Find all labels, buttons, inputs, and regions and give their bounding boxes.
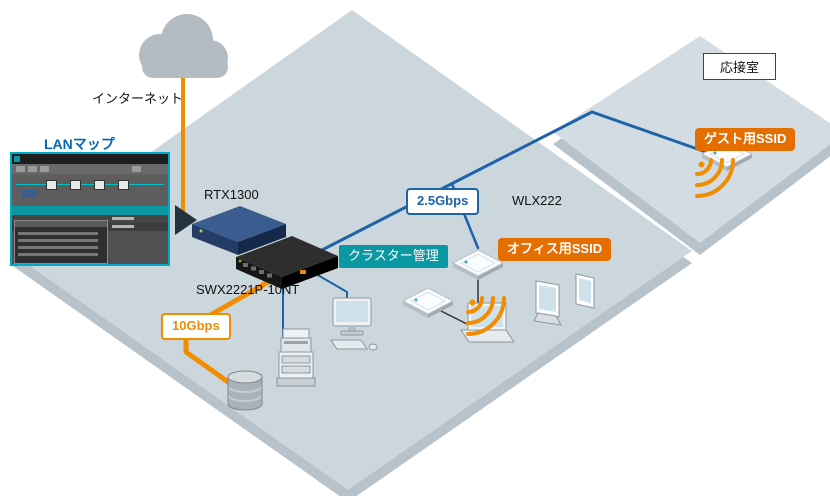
floor-reception-room xyxy=(553,36,830,255)
lanmap-device-node xyxy=(70,180,81,190)
lanmap-titlebar xyxy=(12,154,168,164)
lanmap-arrow xyxy=(175,205,197,235)
lanmap-toolbar-button xyxy=(132,166,141,172)
internet-label: インターネット xyxy=(92,91,184,106)
lanmap-row-text xyxy=(112,225,134,228)
switch-swx2221p-10nt xyxy=(236,236,338,289)
lanmap-detail-row xyxy=(18,246,98,249)
lanmap-app-icon xyxy=(14,156,20,162)
office-ssid-badge: オフィス用SSID xyxy=(498,238,612,261)
tablet-icon xyxy=(533,280,562,326)
router-rtx1300 xyxy=(192,206,286,255)
cable-10gbps xyxy=(183,259,306,387)
switch-label: SWX2221P-10NT xyxy=(196,282,300,297)
lanmap-topology-area xyxy=(12,174,168,206)
lanmap-table-header xyxy=(12,206,168,215)
access-point-office-1 xyxy=(451,249,505,280)
cloud-icon xyxy=(139,14,228,78)
lanmap-label: LANマップ xyxy=(44,136,115,152)
cluster-management-badge: クラスター管理 xyxy=(339,245,448,268)
lanmap-row-text xyxy=(112,217,134,220)
smartphone-icon xyxy=(575,273,595,309)
lanmap-device-node xyxy=(118,180,129,190)
desktop-pc-icon xyxy=(330,297,378,351)
lanmap-detail-row xyxy=(18,253,98,256)
lanmap-detail-row xyxy=(18,239,98,242)
lanmap-device-node xyxy=(94,180,105,190)
access-point-model-label: WLX222 xyxy=(512,193,562,208)
printer-icon xyxy=(276,328,316,387)
link-speed-10gbps-badge: 10Gbps xyxy=(161,313,231,340)
lanmap-screenshot xyxy=(10,152,170,266)
lanmap-router-node xyxy=(22,190,36,198)
router-label: RTX1300 xyxy=(204,187,259,202)
lanmap-topology-line xyxy=(16,184,164,185)
lanmap-detail-header xyxy=(15,221,107,227)
wifi-signal-guest-icon xyxy=(695,158,735,198)
lanmap-device-node xyxy=(46,180,57,190)
lanmap-toolbar-button xyxy=(28,166,37,172)
access-point-office-2 xyxy=(401,287,455,318)
database-icon xyxy=(227,370,263,411)
lanmap-detail-row xyxy=(18,232,98,235)
link-speed-2-5gbps-badge: 2.5Gbps xyxy=(406,188,480,215)
lanmap-table-row xyxy=(12,215,168,223)
reception-room-label: 応接室 xyxy=(703,53,777,80)
wifi-signal-office-icon xyxy=(466,296,506,336)
lanmap-toolbar-button xyxy=(16,166,25,172)
lanmap-detail-panel xyxy=(14,220,108,264)
lanmap-toolbar-button xyxy=(40,166,49,172)
guest-ssid-badge: ゲスト用SSID xyxy=(695,128,796,151)
lanmap-toolbar xyxy=(12,164,168,174)
